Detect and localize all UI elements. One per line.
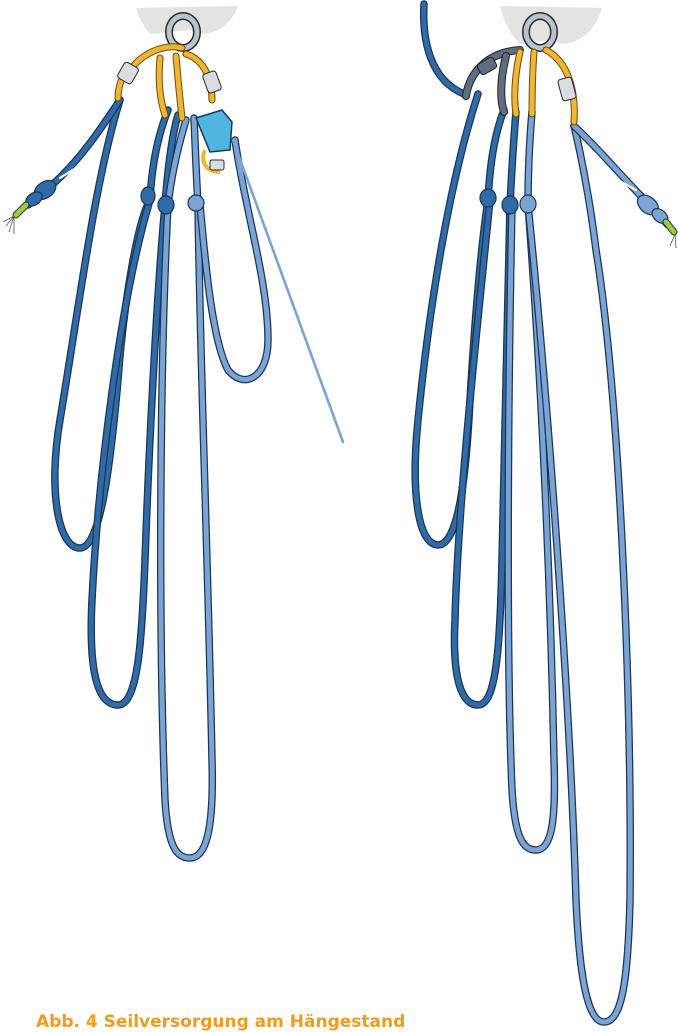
rope-loops-right	[415, 4, 668, 1022]
rope-end-right	[666, 222, 676, 248]
belay-device-left	[196, 110, 232, 152]
rope-end-left	[3, 205, 26, 234]
carabiners-right	[466, 50, 577, 122]
rope-loops-left	[28, 100, 343, 858]
figure-caption: Abb. 4 Seilversorgung am Hängestand	[36, 1012, 405, 1032]
left-setup	[3, 6, 343, 858]
right-setup	[415, 4, 676, 1022]
